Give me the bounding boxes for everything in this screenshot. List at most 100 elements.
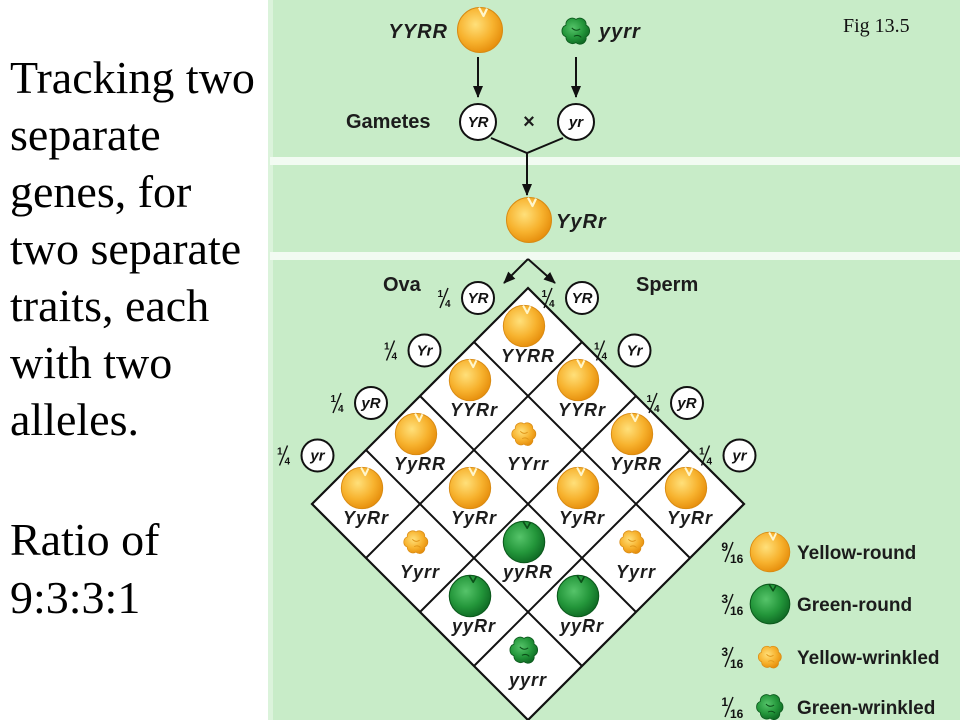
intro-line: traits, each xyxy=(10,280,210,331)
fraction-numerator: 3 xyxy=(721,645,728,659)
fraction-numerator: 1 xyxy=(277,447,283,458)
fraction-slash xyxy=(648,392,658,414)
punnett-cell: yyRr xyxy=(556,574,604,636)
arrow-sperm xyxy=(527,258,556,284)
green-round-pea-icon xyxy=(448,574,492,618)
cell-genotype: yyRr xyxy=(559,616,604,636)
green-round-pea-icon xyxy=(502,520,546,564)
punnett-cell: YYRR xyxy=(501,304,555,366)
fraction-denominator: 4 xyxy=(549,299,555,310)
fraction-slash xyxy=(439,287,449,309)
fraction-slash xyxy=(724,646,734,668)
fraction-denominator: 4 xyxy=(392,352,398,363)
fraction-numerator: 1 xyxy=(437,289,443,300)
allele-text: yr xyxy=(309,448,325,465)
figure-label: Fig 13.5 xyxy=(843,15,910,37)
section-divider xyxy=(270,252,960,260)
allele-text: YR xyxy=(572,290,593,307)
grid-line xyxy=(473,449,691,667)
ratio-line: 9:3:3:1 xyxy=(10,571,141,623)
intro-line: genes, for xyxy=(10,166,192,217)
legend-label: Yellow-round xyxy=(797,543,916,564)
yellow-round-pea-icon xyxy=(448,466,492,510)
fraction-denominator: 4 xyxy=(445,299,451,310)
intro-line: alleles. xyxy=(10,394,139,445)
punnett-cell: YYRr xyxy=(556,358,605,420)
punnett-cell: YyRr xyxy=(340,466,388,528)
legend-label: Green-round xyxy=(797,595,912,616)
yellow-round-pea-icon xyxy=(610,412,654,456)
gamete-circle xyxy=(557,103,595,141)
punnett-cell: YyRR xyxy=(610,412,662,474)
fraction-denominator: 4 xyxy=(707,457,713,468)
punnett-square: YYRRYYRrYyRRYyRrYYRrYYrrYyRrYyrrYyRRYyRr… xyxy=(310,286,746,720)
cell-genotype: YYRR xyxy=(501,346,555,366)
fraction-numerator: 1 xyxy=(541,289,547,300)
intro-line: Tracking two xyxy=(10,52,255,103)
allele-circle xyxy=(354,386,388,420)
yellow-round-pea-icon xyxy=(448,358,492,402)
fraction-denominator: 16 xyxy=(730,707,744,720)
legend-item: 116 Green-wrinkled xyxy=(721,694,935,720)
yellow-round-pea-icon xyxy=(556,466,600,510)
punnett-cell: YYrr xyxy=(507,422,549,474)
fraction-slash xyxy=(724,593,734,615)
cell-genotype: YyRr xyxy=(451,508,497,528)
allele-circle xyxy=(617,333,652,368)
fraction-numerator: 1 xyxy=(330,394,336,405)
cell-genotype: YyRr xyxy=(667,508,713,528)
allele-text: yr xyxy=(731,448,747,465)
grid-line xyxy=(365,341,583,559)
arrow-ova xyxy=(503,258,529,284)
sperm-allele: 14 yr xyxy=(699,438,757,473)
cell-genotype: yyRr xyxy=(451,616,496,636)
fraction-numerator: 1 xyxy=(699,447,705,458)
punnett-cell: YYRr xyxy=(448,358,497,420)
intro-text: Tracking two separate genes, for two sep… xyxy=(10,49,255,448)
fraction-slash xyxy=(543,287,553,309)
intro-line: separate xyxy=(10,109,161,160)
ratio-text: Ratio of 9:3:3:1 xyxy=(10,511,159,626)
cell-genotype: YYrr xyxy=(507,454,549,474)
ova-label: Ova xyxy=(383,274,422,296)
fraction-slash xyxy=(385,340,396,361)
gamete-allele: YR xyxy=(468,114,489,131)
gamete-allele: yr xyxy=(568,114,584,131)
legend-label: Green-wrinkled xyxy=(797,698,935,719)
fraction-denominator: 4 xyxy=(654,404,660,415)
punnett-cells: YYRRYYRrYyRRYyRrYYRrYYrrYyRrYyrrYyRRYyRr… xyxy=(340,304,713,690)
cell-genotype: YyRR xyxy=(610,454,662,474)
section-divider xyxy=(270,157,960,165)
cell-genotype: Yyrr xyxy=(400,562,440,582)
fraction-numerator: 1 xyxy=(384,342,390,353)
allele-text: yR xyxy=(360,395,380,412)
legend-label: Yellow-wrinkled xyxy=(797,648,940,669)
allele-text: yR xyxy=(676,395,696,412)
parent-left-genotype: YYRR xyxy=(388,21,448,43)
allele-circle xyxy=(461,281,495,315)
fraction-numerator: 1 xyxy=(721,695,728,709)
cell-genotype: YyRr xyxy=(559,508,605,528)
gamete-circle xyxy=(459,103,497,141)
yellow-round-pea-icon xyxy=(340,466,384,510)
sperm-allele: 14 YR xyxy=(541,281,599,315)
allele-text: Yr xyxy=(417,343,434,360)
fraction-slash xyxy=(724,541,734,563)
punnett-cell: YyRr xyxy=(664,466,713,528)
fraction-numerator: 1 xyxy=(594,342,600,353)
fraction-slash xyxy=(595,340,606,361)
yellow-round-pea-icon xyxy=(664,466,708,510)
ova-allele: 14 Yr xyxy=(384,333,442,368)
intro-line: two separate xyxy=(10,223,242,274)
cell-genotype: yyrr xyxy=(508,670,547,690)
cross-symbol: × xyxy=(523,111,535,133)
